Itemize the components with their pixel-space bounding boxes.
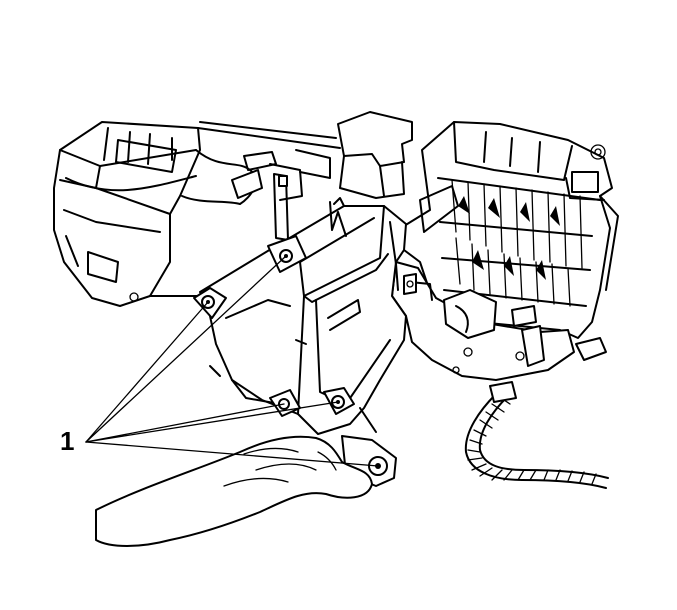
right-grille-assembly bbox=[403, 121, 619, 339]
technician-hand bbox=[95, 435, 373, 547]
leader-line-2 bbox=[85, 255, 287, 443]
leader-line-1 bbox=[85, 301, 209, 443]
removed-module-unit bbox=[193, 197, 407, 487]
callout-leaders bbox=[85, 255, 379, 467]
leader-line-4 bbox=[85, 401, 339, 443]
left-duct-housing bbox=[53, 121, 201, 307]
leader-line-3 bbox=[85, 403, 285, 443]
center-bracket-panel bbox=[337, 111, 413, 199]
callout-label-1: 1 bbox=[60, 426, 75, 456]
wiring-harness-conduit bbox=[464, 381, 609, 489]
hvac-case-main-body bbox=[391, 185, 607, 381]
leader-line-5 bbox=[85, 441, 379, 467]
